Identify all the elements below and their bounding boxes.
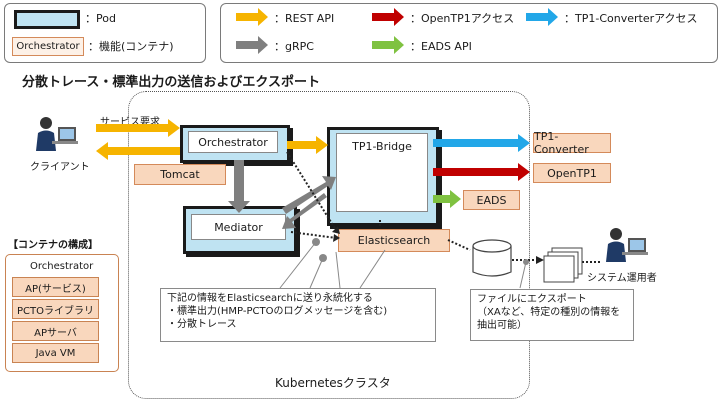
composition-item-pcto: PCTOライブラリ bbox=[12, 299, 99, 319]
kubernetes-cluster bbox=[128, 91, 530, 399]
opentp1-box: OpenTP1 bbox=[533, 163, 611, 183]
note-export-line-3: 抽出可能） bbox=[477, 320, 527, 331]
legend-tp1conv: ：TP1-Converterアクセス bbox=[564, 12, 698, 25]
eads-arrow-icon bbox=[372, 36, 404, 54]
tp1conv-arrow bbox=[433, 134, 530, 152]
legend-pod-label: ：Pod bbox=[85, 12, 116, 25]
client-label: クライアント bbox=[30, 162, 90, 173]
diagram-title: 分散トレース・標準出力の送信およびエクスポート bbox=[22, 75, 320, 90]
composition-title: 【コンテナの構成】 bbox=[8, 240, 98, 251]
operator-icon bbox=[606, 228, 648, 262]
tp1conv-arrow-icon bbox=[526, 8, 558, 26]
legend-arrow-icons bbox=[236, 8, 558, 54]
operator-label: システム運用者 bbox=[587, 273, 657, 284]
eads-box: EADS bbox=[463, 190, 520, 210]
orch-mediator-arrow bbox=[228, 160, 250, 213]
note-persistence-line-2: ・標準出力(HMP-PCTOのログメッセージを含む) bbox=[167, 306, 388, 317]
legend-arrows bbox=[220, 3, 718, 63]
tp1bridge-container: TP1-Bridge bbox=[336, 133, 428, 212]
rest-arrow-icon bbox=[236, 8, 268, 26]
mediator-container: Mediator bbox=[191, 214, 286, 240]
response-arrow bbox=[96, 142, 180, 160]
cluster-label: Kubernetesクラスタ bbox=[275, 376, 391, 390]
composition-item-apserver: APサーバ bbox=[12, 321, 99, 341]
mediator-bridge-arrow bbox=[282, 176, 336, 214]
tp1converter-box: TP1-Converter bbox=[533, 130, 611, 156]
database-icon bbox=[472, 239, 512, 277]
composition-item-javavm: Java VM bbox=[12, 343, 99, 363]
tp1bridge-label: TP1-Bridge bbox=[352, 140, 412, 153]
note-persistence: 下記の情報をElasticsearchに送り永続化する ・標準出力(HMP-PC… bbox=[160, 288, 436, 342]
note-persistence-line-1: 下記の情報をElasticsearchに送り永続化する bbox=[167, 293, 373, 304]
opentp1-arrow-icon bbox=[372, 8, 404, 26]
client-icon bbox=[36, 117, 78, 151]
legend-opentp1: ：OpenTP1アクセス bbox=[410, 12, 515, 25]
note-export: ファイルにエクスポート （XAなど、特定の種別の情報を 抽出可能） bbox=[470, 289, 634, 341]
elasticsearch-container: Elasticsearch bbox=[338, 229, 450, 252]
tomcat-container: Tomcat bbox=[134, 164, 226, 185]
legend-container-label: ：機能(コンテナ) bbox=[88, 40, 174, 53]
grpc-arrow-icon bbox=[236, 36, 268, 54]
composition-header: Orchestrator bbox=[30, 261, 94, 272]
note-export-line-1: ファイルにエクスポート bbox=[477, 294, 587, 305]
request-arrow bbox=[96, 119, 180, 137]
export-files-icon bbox=[543, 247, 583, 283]
eads-arrow bbox=[433, 190, 461, 208]
legend-rest: ：REST API bbox=[274, 12, 335, 25]
note-persistence-line-3: ・分散トレース bbox=[167, 319, 237, 330]
legend-container-sample: Orchestrator bbox=[12, 37, 84, 56]
composition-item-ap: AP(サービス) bbox=[12, 277, 99, 297]
legend-eads: ：EADS API bbox=[410, 40, 472, 53]
orch-bridge-arrow bbox=[287, 136, 328, 154]
opentp1-arrow bbox=[433, 163, 530, 181]
note-export-line-2: （XAなど、特定の種別の情報を bbox=[477, 307, 621, 318]
legend-grpc: ：gRPC bbox=[274, 40, 314, 53]
legend-pod-sample bbox=[14, 10, 80, 29]
service-request-label: サービス要求 bbox=[100, 117, 160, 128]
orchestrator-container: Orchestrator bbox=[188, 131, 278, 153]
bridge-mediator-arrow bbox=[282, 193, 327, 229]
